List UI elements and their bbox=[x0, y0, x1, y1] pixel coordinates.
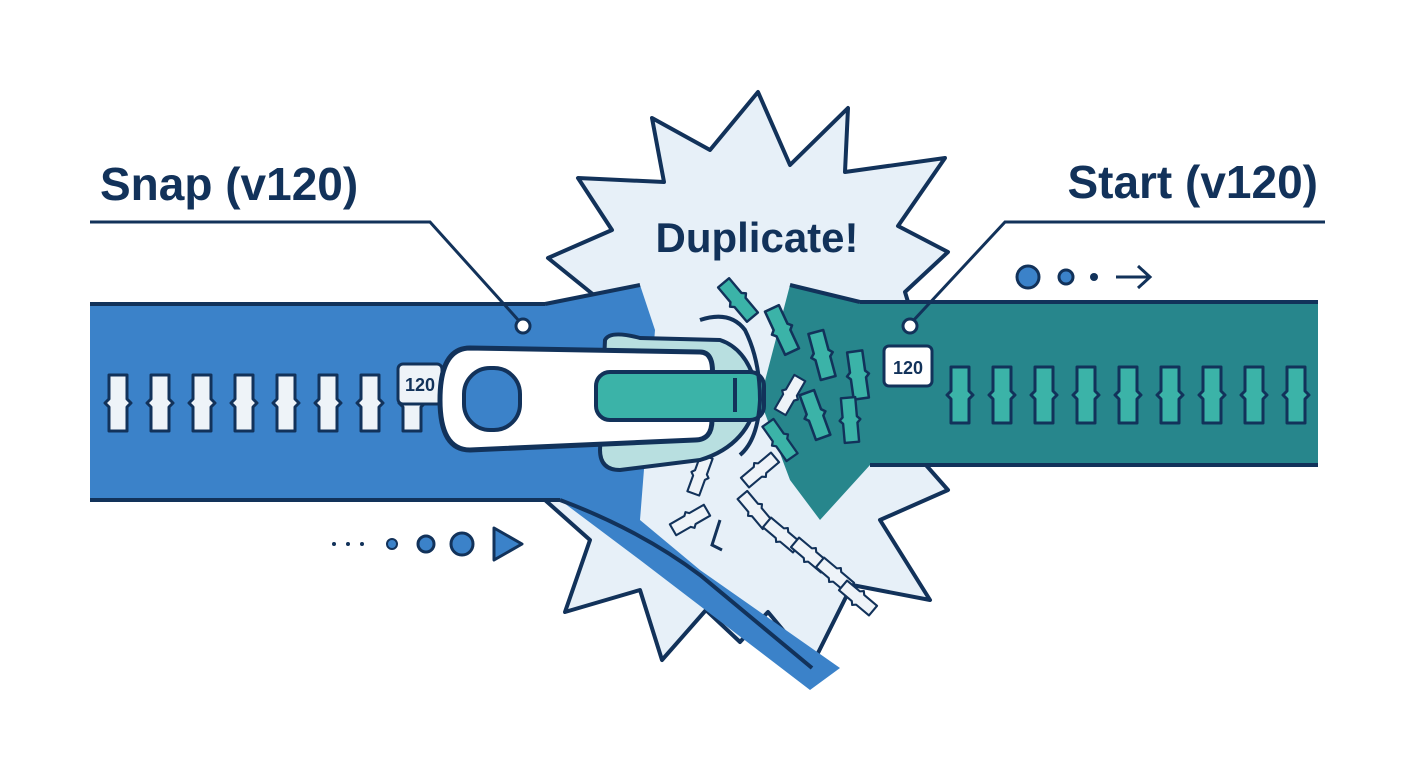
colliding-teeth bbox=[667, 274, 880, 619]
left-motion-arrow bbox=[332, 526, 524, 562]
zipper-tooth bbox=[1155, 365, 1185, 425]
zipper-slider bbox=[437, 314, 766, 472]
zipper-tooth bbox=[313, 373, 343, 433]
zipper-tooth bbox=[987, 365, 1017, 425]
right-leader-dot bbox=[901, 317, 919, 335]
right-leader-line bbox=[910, 220, 1325, 324]
left-leader-line bbox=[90, 220, 522, 324]
zipper-tooth bbox=[355, 373, 385, 433]
left-version-tag: 120 bbox=[396, 362, 444, 406]
slider-bar bbox=[594, 370, 766, 422]
zipper-tooth bbox=[1029, 365, 1059, 425]
right-version-tag: 120 bbox=[882, 344, 934, 388]
zipper-tooth bbox=[187, 373, 217, 433]
left-leader-dot bbox=[514, 317, 532, 335]
right-motion-arrow bbox=[1015, 264, 1153, 290]
zipper-tooth bbox=[1281, 365, 1311, 425]
zipper-tooth bbox=[1113, 365, 1143, 425]
zipper-tooth bbox=[145, 373, 175, 433]
right-teeth-row bbox=[945, 365, 1311, 425]
zipper-tooth bbox=[271, 373, 301, 433]
right-label: Start (v120) bbox=[1067, 156, 1318, 208]
slider-pull-hole bbox=[462, 366, 522, 432]
left-tag-label: 120 bbox=[405, 375, 435, 395]
zipper-tooth bbox=[229, 373, 259, 433]
zipper-tooth bbox=[1197, 365, 1227, 425]
zipper-tooth bbox=[1071, 365, 1101, 425]
right-tag-label: 120 bbox=[893, 358, 923, 378]
zipper-tooth bbox=[945, 365, 975, 425]
zipper-tooth bbox=[1239, 365, 1269, 425]
left-label: Snap (v120) bbox=[100, 158, 358, 210]
duplicate-label: Duplicate! bbox=[655, 214, 858, 261]
zipper-tooth bbox=[103, 373, 133, 433]
